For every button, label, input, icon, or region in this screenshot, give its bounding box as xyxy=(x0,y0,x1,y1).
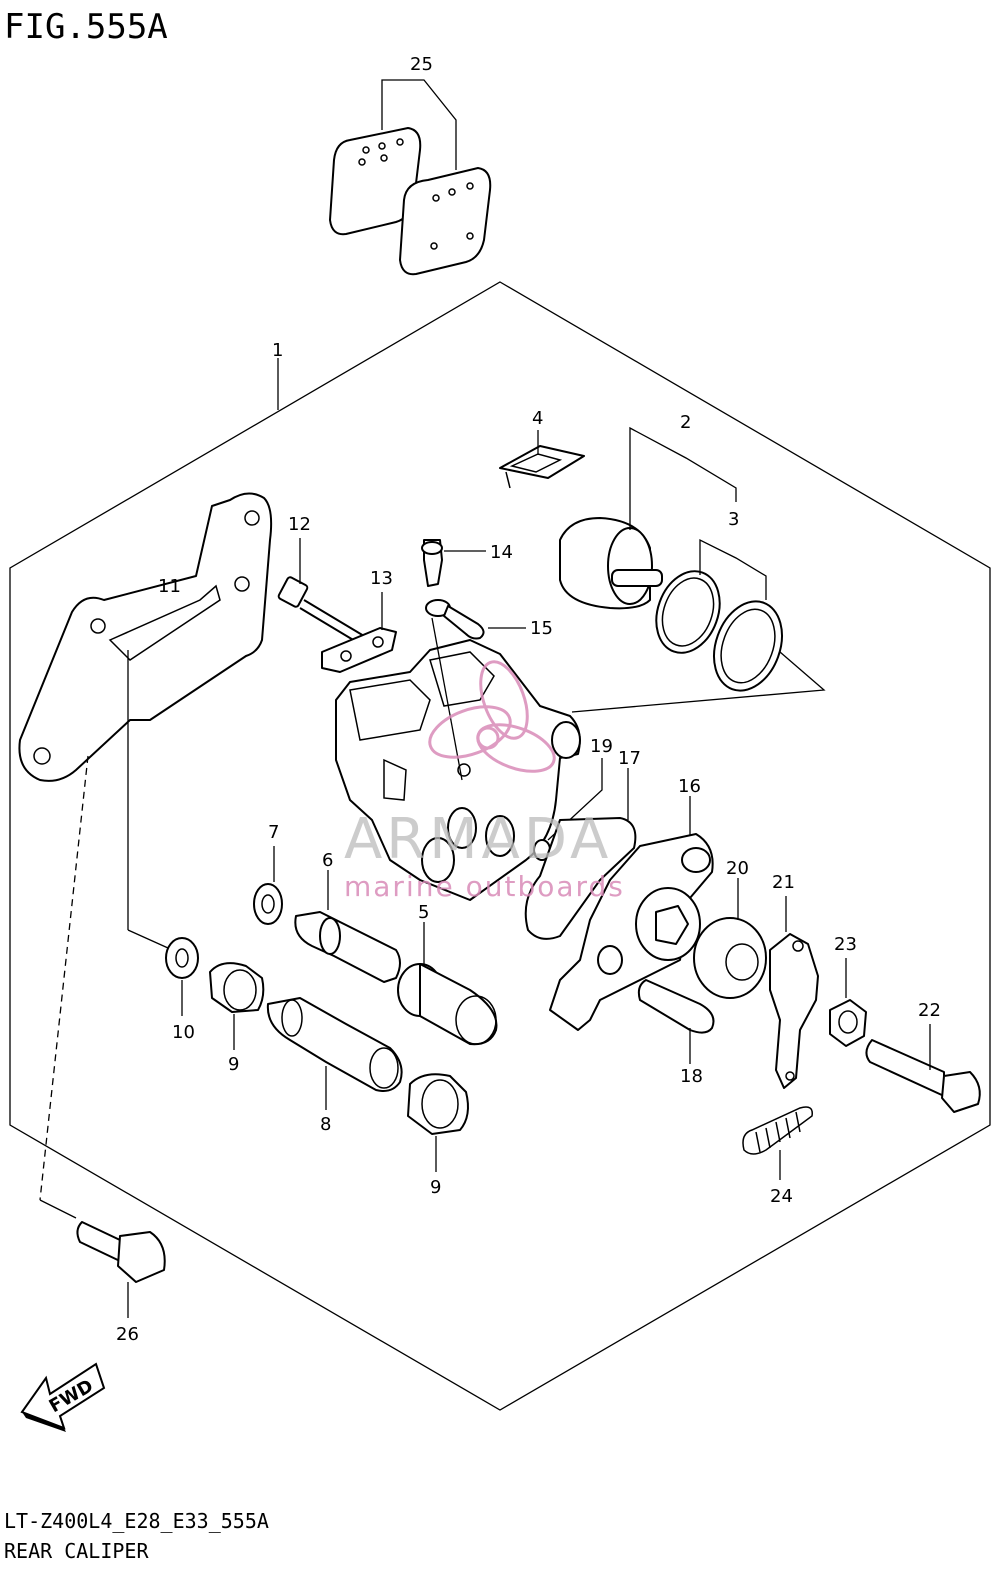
parking-housing-16[interactable] xyxy=(549,833,714,1031)
callout-20: 20 xyxy=(726,858,749,879)
gasket-17[interactable] xyxy=(524,817,637,940)
callout-3: 3 xyxy=(728,509,739,530)
callout-14: 14 xyxy=(490,542,513,563)
caliper-bracket[interactable] xyxy=(18,492,273,782)
callout-9b: 9 xyxy=(430,1177,441,1198)
callout-12: 12 xyxy=(288,514,311,535)
piston[interactable] xyxy=(559,517,663,610)
callout-26: 26 xyxy=(116,1324,139,1345)
spring-24[interactable] xyxy=(742,1106,813,1155)
bleeder-valve[interactable] xyxy=(421,539,443,587)
callout-21: 21 xyxy=(772,872,795,893)
pad-spring[interactable] xyxy=(499,445,585,489)
assembly-name: REAR CALIPER xyxy=(4,1539,149,1563)
callout-19: 19 xyxy=(590,736,613,757)
pin-8[interactable] xyxy=(266,997,403,1092)
assembly-boundary xyxy=(9,281,991,1411)
fwd-arrow-icon: FWD xyxy=(20,1362,106,1432)
pin-6[interactable] xyxy=(294,911,401,983)
bolt-18[interactable] xyxy=(637,979,715,1034)
callout-9a: 9 xyxy=(228,1054,239,1075)
brake-pad-set[interactable] xyxy=(329,127,492,276)
bolt-22[interactable] xyxy=(865,1039,981,1113)
callout-23: 23 xyxy=(834,934,857,955)
callout-1: 1 xyxy=(272,340,283,361)
callout-2: 2 xyxy=(680,412,691,433)
callout-5: 5 xyxy=(418,902,429,923)
dust-seal[interactable] xyxy=(702,592,794,700)
callout-24: 24 xyxy=(770,1186,793,1207)
callout-4: 4 xyxy=(532,408,543,429)
callout-11: 11 xyxy=(158,576,181,597)
callout-17: 17 xyxy=(618,748,641,769)
callout-13: 13 xyxy=(370,568,393,589)
watermark-brand: ARMADA xyxy=(344,807,612,872)
plate-13[interactable] xyxy=(321,627,397,673)
washer-7[interactable] xyxy=(253,883,283,925)
figure-title: FIG.555A xyxy=(4,7,168,47)
nut-23[interactable] xyxy=(829,999,867,1047)
callout-15: 15 xyxy=(530,618,553,639)
piston-seal[interactable] xyxy=(645,562,730,661)
washer-10[interactable] xyxy=(165,937,199,979)
callout-25: 25 xyxy=(410,54,433,75)
bolt-26[interactable] xyxy=(76,1221,166,1283)
callout-7: 7 xyxy=(268,822,279,843)
watermark-tagline: marine outboards xyxy=(344,870,625,903)
callout-8: 8 xyxy=(320,1114,331,1135)
pin-bolt-12[interactable] xyxy=(277,576,365,645)
watermark-logo-icon xyxy=(428,660,556,773)
caliper-body[interactable] xyxy=(335,639,581,901)
callout-16: 16 xyxy=(678,776,701,797)
callout-18: 18 xyxy=(680,1066,703,1087)
boot-9-upper[interactable] xyxy=(209,962,265,1013)
boot-5[interactable] xyxy=(397,963,498,1046)
callout-6: 6 xyxy=(322,850,333,871)
adjuster-20[interactable] xyxy=(693,917,767,999)
boot-9-lower[interactable] xyxy=(407,1073,469,1135)
watermark: ARMADA marine outboards xyxy=(344,660,625,903)
bleeder-cap[interactable] xyxy=(425,599,485,640)
parking-lever-21[interactable] xyxy=(769,933,819,1089)
model-code: LT-Z400L4_E28_E33_555A xyxy=(4,1509,269,1533)
callout-22: 22 xyxy=(918,1000,941,1021)
callout-10: 10 xyxy=(172,1022,195,1043)
